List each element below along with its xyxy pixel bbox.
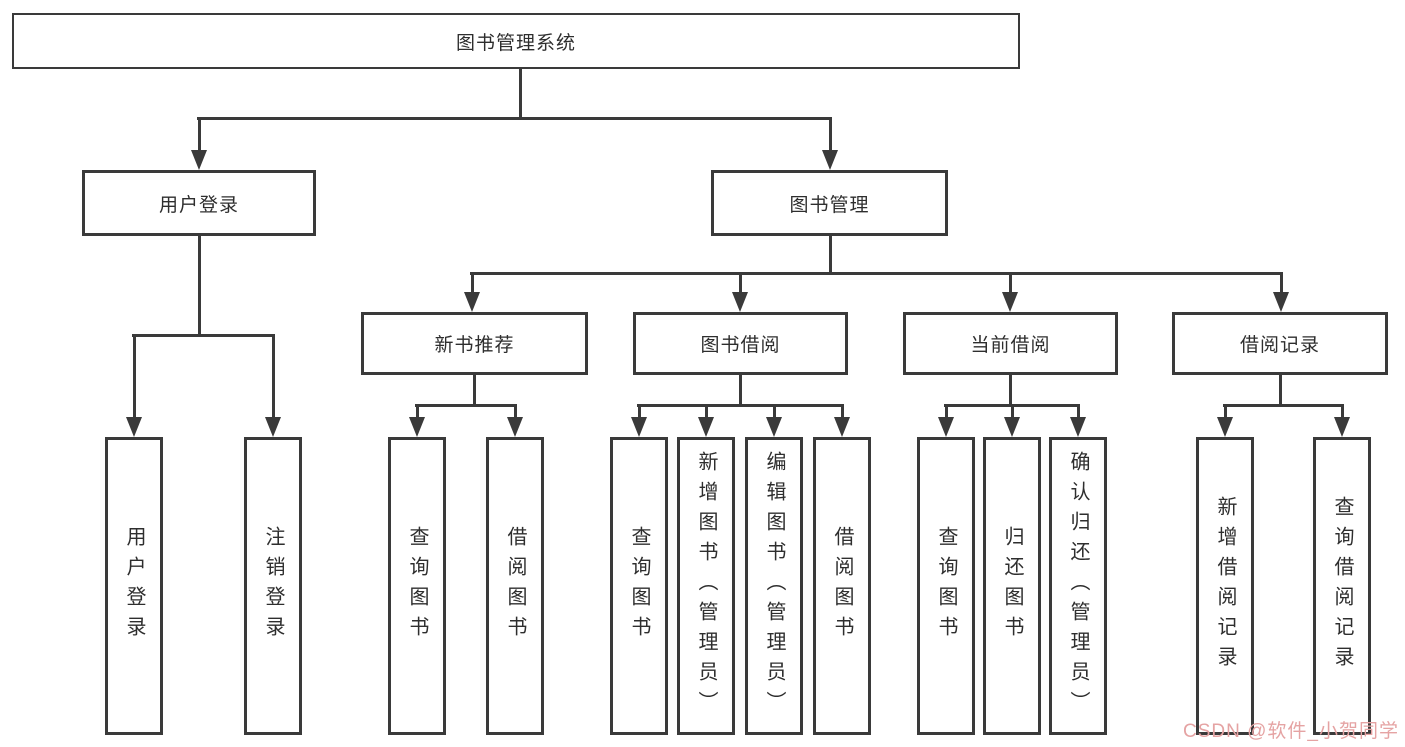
- leaf-borrow-add-book-admin: 新增图书（管理员）: [677, 437, 735, 735]
- leaf-records-add-record: 新增借阅记录: [1196, 437, 1254, 735]
- connector-line: [471, 272, 474, 292]
- arrow-down-icon: [191, 150, 207, 170]
- connector-line: [1011, 404, 1014, 417]
- connector-line: [272, 334, 275, 417]
- arrow-down-icon: [1002, 292, 1018, 312]
- node-book-borrow: 图书借阅: [633, 312, 848, 375]
- connector-line: [1341, 404, 1344, 417]
- arrow-down-icon: [507, 417, 523, 437]
- connector-line: [773, 404, 776, 417]
- leaf-current-confirm-return-admin-label: 确认归还（管理员）: [1067, 451, 1089, 721]
- arrow-down-icon: [464, 292, 480, 312]
- leaf-records-add-record-label: 新增借阅记录: [1214, 496, 1236, 676]
- arrow-down-icon: [834, 417, 850, 437]
- node-current-borrow-label: 当前借阅: [970, 335, 1051, 356]
- arrow-down-icon: [732, 292, 748, 312]
- arrow-down-icon: [938, 417, 954, 437]
- connector-line: [1009, 375, 1012, 406]
- node-book-management-label: 图书管理: [789, 194, 870, 216]
- arrow-down-icon: [1217, 417, 1233, 437]
- connector-line: [1279, 375, 1282, 406]
- node-book-borrow-label: 图书借阅: [700, 335, 781, 356]
- connector-line: [416, 404, 419, 417]
- leaf-borrow-add-book-admin-label: 新增图书（管理员）: [695, 451, 717, 721]
- node-borrow-records-label: 借阅记录: [1239, 335, 1320, 356]
- leaf-logout: 注销登录: [244, 437, 302, 735]
- leaf-current-return-book-label: 归还图书: [1001, 526, 1023, 646]
- arrow-down-icon: [698, 417, 714, 437]
- leaf-records-query-record: 查询借阅记录: [1313, 437, 1371, 735]
- leaf-recommend-borrow-book-label: 借阅图书: [504, 526, 526, 646]
- connector-line: [197, 117, 832, 120]
- connector-line: [470, 272, 1282, 275]
- connector-line: [829, 117, 832, 150]
- arrow-down-icon: [1334, 417, 1350, 437]
- connector-line: [1223, 404, 1344, 407]
- leaf-logout-label: 注销登录: [262, 526, 284, 646]
- connector-line: [132, 334, 275, 337]
- leaf-recommend-borrow-book: 借阅图书: [486, 437, 544, 735]
- connector-line: [514, 404, 517, 417]
- leaf-user-login: 用户登录: [105, 437, 163, 735]
- connector-line: [1009, 272, 1012, 292]
- connector-line: [945, 404, 948, 417]
- node-user-login-label: 用户登录: [158, 194, 239, 216]
- leaf-borrow-query-book: 查询图书: [610, 437, 668, 735]
- node-new-book-recommend: 新书推荐: [361, 312, 588, 375]
- node-current-borrow: 当前借阅: [903, 312, 1118, 375]
- connector-line: [841, 404, 844, 417]
- arrow-down-icon: [822, 150, 838, 170]
- connector-line: [637, 404, 844, 407]
- connector-line: [415, 404, 516, 407]
- leaf-borrow-borrow-book-label: 借阅图书: [831, 526, 853, 646]
- connector-line: [705, 404, 708, 417]
- leaf-current-query-book: 查询图书: [917, 437, 975, 735]
- leaf-borrow-edit-book-admin: 编辑图书（管理员）: [745, 437, 803, 735]
- connector-line: [519, 69, 522, 119]
- connector-line: [133, 334, 136, 417]
- node-new-book-recommend-label: 新书推荐: [434, 335, 515, 356]
- arrow-down-icon: [631, 417, 647, 437]
- connector-line: [473, 375, 476, 406]
- leaf-current-confirm-return-admin: 确认归还（管理员）: [1049, 437, 1107, 735]
- connector-line: [1077, 404, 1080, 417]
- leaf-borrow-edit-book-admin-label: 编辑图书（管理员）: [763, 451, 785, 721]
- node-borrow-records: 借阅记录: [1172, 312, 1388, 375]
- csdn-watermark: CSDN @软件_小贺同学: [1183, 721, 1399, 742]
- connector-line: [739, 272, 742, 292]
- node-user-login: 用户登录: [82, 170, 316, 236]
- connector-line: [1280, 272, 1283, 292]
- leaf-current-query-book-label: 查询图书: [935, 526, 957, 646]
- connector-line: [1224, 404, 1227, 417]
- leaf-records-query-record-label: 查询借阅记录: [1331, 496, 1353, 676]
- node-root: 图书管理系统: [12, 13, 1020, 69]
- arrow-down-icon: [126, 417, 142, 437]
- node-book-management: 图书管理: [711, 170, 948, 236]
- connector-line: [198, 236, 201, 336]
- leaf-user-login-label: 用户登录: [123, 526, 145, 646]
- leaf-borrow-query-book-label: 查询图书: [628, 526, 650, 646]
- arrow-down-icon: [409, 417, 425, 437]
- leaf-recommend-query-book: 查询图书: [388, 437, 446, 735]
- arrow-down-icon: [265, 417, 281, 437]
- leaf-current-return-book: 归还图书: [983, 437, 1041, 735]
- connector-line: [739, 375, 742, 406]
- leaf-recommend-query-book-label: 查询图书: [406, 526, 428, 646]
- node-root-label: 图书管理系统: [455, 32, 576, 54]
- arrow-down-icon: [1070, 417, 1086, 437]
- arrow-down-icon: [1004, 417, 1020, 437]
- arrow-down-icon: [766, 417, 782, 437]
- connector-line: [638, 404, 641, 417]
- connector-line: [198, 117, 201, 150]
- leaf-borrow-borrow-book: 借阅图书: [813, 437, 871, 735]
- connector-line: [829, 236, 832, 274]
- arrow-down-icon: [1273, 292, 1289, 312]
